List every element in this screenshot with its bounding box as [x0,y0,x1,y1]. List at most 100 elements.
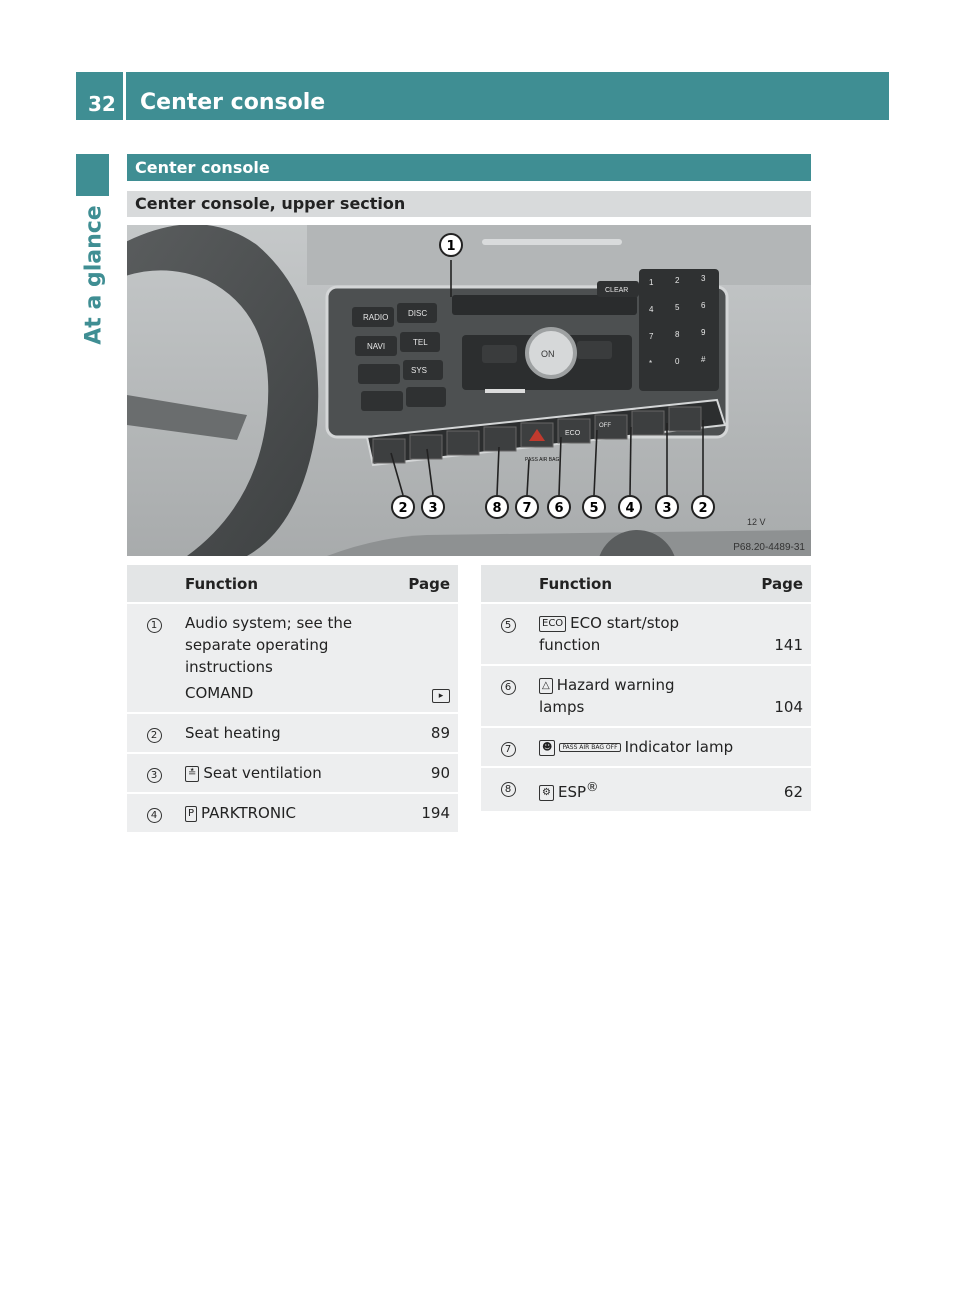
callout-7-label: 7 [522,501,531,516]
row-text: lamps [539,698,585,716]
mute-button [358,364,400,384]
row-page: 141 [743,602,811,665]
page-number: 32 [88,92,116,116]
callout-6-label: 6 [554,501,563,516]
side-label-box: At a glance [76,200,112,350]
table-header-row: Function Page [127,565,458,603]
item-number: 8 [500,782,516,797]
callout-2-left [391,495,415,519]
end-call-button [361,391,403,411]
item-number: 5 [500,618,516,633]
svg-text:3: 3 [701,274,706,283]
callout-8 [485,495,509,519]
callout-4-label: 4 [625,501,634,516]
row-text: PARKTRONIC [201,804,296,822]
steering-wheel [127,225,319,556]
table-row: 1 Audio system; see the separate operati… [127,602,458,713]
svg-text:6: 6 [701,301,706,310]
callout-1-label: 1 [446,239,455,254]
sys-label: SYS [411,366,427,375]
side-label: At a glance [81,205,107,345]
volt-label: 12 V [747,517,766,527]
table-header-row: Function Page [481,565,811,603]
book-icon: ▸ [432,689,450,703]
callout-6 [547,495,571,519]
row-text: instructions [185,658,273,676]
svg-text:*: * [649,359,652,368]
left-function-table: Function Page 1 Audio system; see the se… [127,565,458,832]
seat-ventilation-icon: ≛ [185,765,200,782]
row-page: 194 [390,792,458,832]
eco-label: ECO [565,430,581,437]
row-page: 62 [743,766,811,811]
radio-button [352,307,394,327]
row-text: Seat heating [181,712,390,753]
tel-button [400,332,440,352]
item-number: 3 [146,768,162,783]
sys-button [403,360,443,380]
svg-text:#: # [701,355,706,364]
svg-text:9: 9 [701,328,706,337]
item-number: 4 [146,808,162,823]
row-page: 90 [390,752,458,793]
callout-7 [515,495,539,519]
svg-text:5: 5 [675,303,680,312]
photo-code: P68.20-4489-31 [733,542,805,553]
table-row: 2 Seat heating 89 [127,712,458,753]
navi-button [355,336,397,356]
callout-5-label: 5 [589,501,598,516]
row-text: ESP [557,783,587,801]
pass-airbag-off-icon: PASS AIR BAG OFF [559,743,621,752]
clear-button [597,281,639,297]
callout-3-right-label: 3 [662,501,671,516]
esp-off-icon: ⚙ [539,784,554,801]
tel-label: TEL [413,338,428,347]
disc-label: DISC [408,309,427,318]
header-title: Center console [140,90,326,115]
row-text: function [539,636,601,654]
svg-text:7: 7 [649,332,654,341]
airbag-person-icon: ☻ [539,739,556,756]
pass-airbag-label: PASS AIR BAG [525,457,559,463]
disc-button [397,303,437,323]
callout-2-right-label: 2 [698,501,707,516]
navi-label: NAVI [367,342,385,351]
hazard-icon: △ [539,677,553,694]
callout-3-left [421,495,445,519]
call-button [406,387,446,407]
callout-5 [582,495,606,519]
hazard-triangle [529,429,545,441]
function-header: Function [535,565,743,603]
side-tab [76,154,109,196]
item-number: 7 [500,742,516,757]
row-text: Audio system; see the [185,614,353,632]
row-text: Indicator lamp [624,738,734,756]
svg-text:2: 2 [675,276,680,285]
keypad [639,269,719,391]
table-row: 8 ⚙ESP® 62 [481,766,811,811]
radio-label: RADIO [363,313,388,322]
row-text: Seat ventilation [203,764,322,782]
header-bar [76,72,889,120]
svg-text:8: 8 [675,330,680,339]
on-knob [525,327,577,379]
callout-1 [439,233,463,257]
callout-3-right [655,495,679,519]
row-page: 104 [743,664,811,727]
eco-icon: ECO [539,615,567,632]
steering-spoke [127,395,247,440]
table-row: 3 ≛Seat ventilation 90 [127,752,458,793]
svg-text:0: 0 [675,357,680,366]
item-number: 1 [146,618,162,633]
callout-2-left-label: 2 [398,501,407,516]
subsection-title: Center console, upper section [127,191,811,217]
parktronic-icon: P [185,805,198,822]
registered-mark: ® [586,779,599,794]
off-label: OFF [599,423,611,429]
row-text: separate operating [185,636,329,654]
